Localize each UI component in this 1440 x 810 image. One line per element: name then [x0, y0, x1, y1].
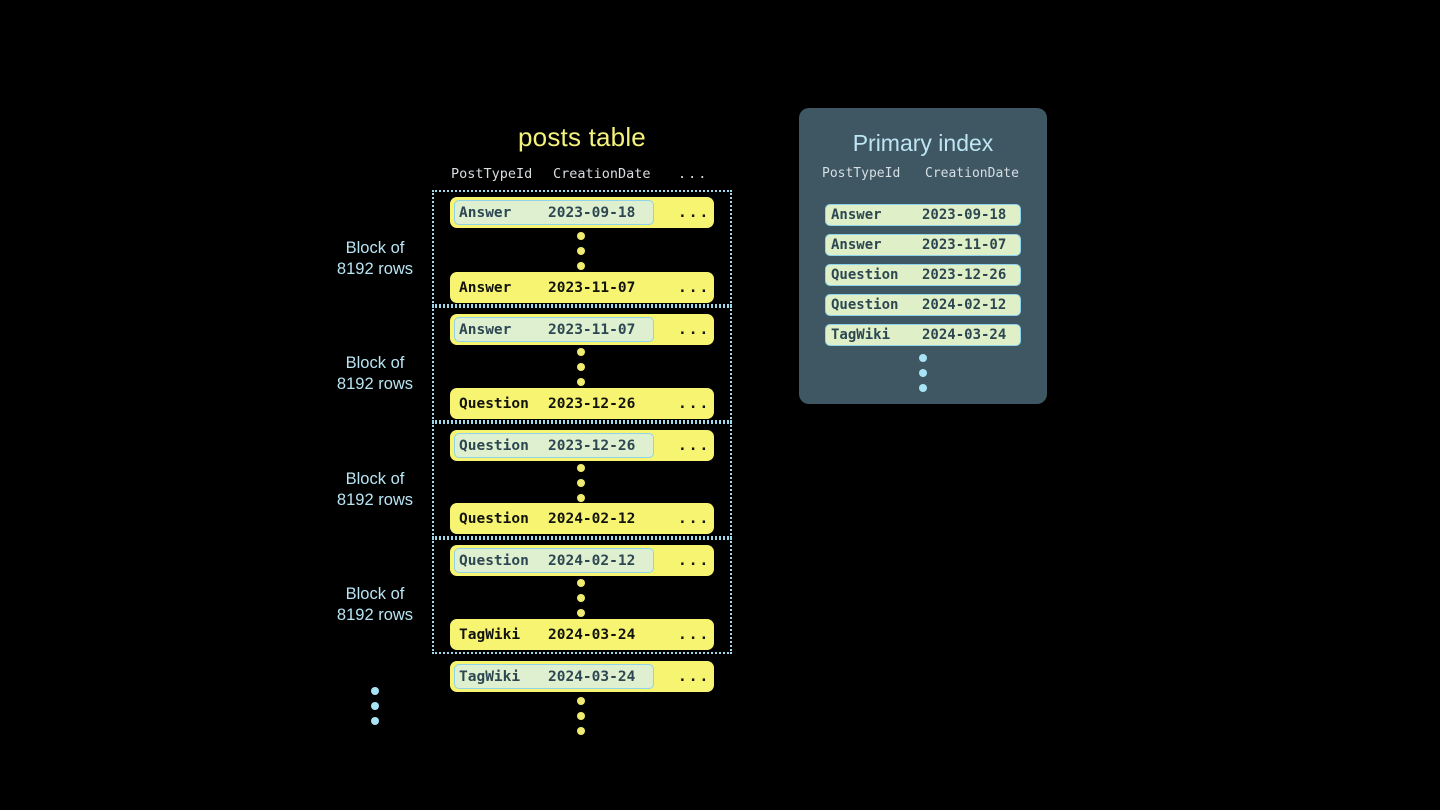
- block-3: [432, 422, 732, 538]
- cell-posttypeid: Question: [459, 437, 529, 454]
- key-highlight: [454, 200, 654, 225]
- primary-index-panel: Primary index PostTypeId CreationDate An…: [799, 108, 1047, 404]
- cell-creationdate: 2023-09-18: [548, 204, 636, 221]
- cell-posttypeid: Answer: [459, 279, 512, 296]
- block-4: [432, 538, 732, 654]
- index-row: Answer 2023-11-07: [825, 234, 1021, 256]
- cell-posttypeid: Answer: [459, 204, 512, 221]
- column-header-posttypeid: PostTypeId: [822, 166, 901, 181]
- block-2-label: Block of 8192 rows: [336, 354, 414, 393]
- cell-creationdate: 2024-02-12: [548, 510, 636, 527]
- index-row: TagWiki 2024-03-24: [825, 324, 1021, 346]
- block-4-label: Block of 8192 rows: [336, 585, 414, 624]
- table-row: TagWiki 2024-03-24 ...: [450, 619, 714, 650]
- cell-ellipsis: ...: [678, 552, 711, 569]
- table-row-trailing: TagWiki 2024-03-24 ...: [450, 661, 714, 692]
- table-continuation-dots: [577, 697, 587, 735]
- cell-creationdate: 2024-02-12: [922, 297, 1007, 313]
- block-1: [432, 190, 732, 306]
- block-2: [432, 306, 732, 422]
- cell-creationdate: 2024-02-12: [548, 552, 636, 569]
- key-highlight: [454, 317, 654, 342]
- cell-creationdate: 2023-11-07: [548, 279, 636, 296]
- cell-creationdate: 2024-03-24: [548, 626, 636, 643]
- cell-posttypeid: Answer: [459, 321, 512, 338]
- primary-index-rows: Answer 2023-09-18 Answer 2023-11-07 Ques…: [825, 204, 1021, 354]
- table-row: Answer 2023-11-07 ...: [450, 314, 714, 345]
- cell-posttypeid: Question: [459, 395, 529, 412]
- column-header-posttypeid: PostTypeId: [451, 166, 533, 182]
- cell-ellipsis: ...: [678, 510, 711, 527]
- cell-ellipsis: ...: [678, 626, 711, 643]
- cell-ellipsis: ...: [678, 437, 711, 454]
- block-3-label: Block of 8192 rows: [336, 470, 414, 509]
- cell-creationdate: 2023-11-07: [548, 321, 636, 338]
- cell-posttypeid: Answer: [831, 207, 882, 223]
- cell-ellipsis: ...: [678, 279, 711, 296]
- row-ellipsis-dots: [577, 348, 587, 386]
- cell-creationdate: 2023-11-07: [922, 237, 1007, 253]
- cell-creationdate: 2023-12-26: [548, 395, 636, 412]
- cell-creationdate: 2023-09-18: [922, 207, 1007, 223]
- posts-table-title: posts table: [518, 122, 646, 152]
- cell-creationdate: 2024-03-24: [922, 327, 1007, 343]
- cell-creationdate: 2024-03-24: [548, 668, 636, 685]
- cell-ellipsis: ...: [678, 204, 711, 221]
- key-highlight: [454, 433, 654, 458]
- cell-posttypeid: TagWiki: [831, 327, 891, 343]
- cell-posttypeid: TagWiki: [459, 668, 521, 685]
- index-row: Answer 2023-09-18: [825, 204, 1021, 226]
- cell-ellipsis: ...: [678, 395, 711, 412]
- table-row: Question 2024-02-12 ...: [450, 503, 714, 534]
- block-1-label: Block of 8192 rows: [336, 239, 414, 278]
- row-ellipsis-dots: [577, 464, 587, 502]
- column-header-creationdate: CreationDate: [925, 166, 1019, 181]
- cell-posttypeid: Question: [459, 510, 529, 527]
- index-row: Question 2023-12-26: [825, 264, 1021, 286]
- posts-table-diagram: posts table PostTypeId CreationDate ... …: [336, 122, 732, 735]
- row-ellipsis-dots: [577, 232, 587, 270]
- column-header-creationdate: CreationDate: [553, 166, 651, 182]
- cell-posttypeid: Question: [831, 267, 899, 283]
- cell-posttypeid: TagWiki: [459, 626, 521, 643]
- index-continuation-dots: [919, 354, 929, 392]
- index-row: Question 2024-02-12: [825, 294, 1021, 316]
- cell-creationdate: 2023-12-26: [922, 267, 1007, 283]
- primary-index-column-headers: PostTypeId CreationDate: [799, 166, 1047, 186]
- cell-ellipsis: ...: [678, 668, 711, 685]
- cell-posttypeid: Answer: [831, 237, 882, 253]
- table-row: Question 2023-12-26 ...: [450, 388, 714, 419]
- table-row: Answer 2023-11-07 ...: [450, 272, 714, 303]
- cell-posttypeid: Question: [459, 552, 529, 569]
- table-row: Question 2024-02-12 ...: [450, 545, 714, 576]
- cell-ellipsis: ...: [678, 321, 711, 338]
- column-header-ellipsis: ...: [678, 166, 709, 182]
- primary-index-title: Primary index: [852, 130, 994, 156]
- key-highlight: [454, 548, 654, 573]
- cell-creationdate: 2023-12-26: [548, 437, 636, 454]
- table-row: Question 2023-12-26 ...: [450, 430, 714, 461]
- block-continuation-dots: [371, 687, 381, 725]
- cell-posttypeid: Question: [831, 297, 899, 313]
- table-row: Answer 2023-09-18 ...: [450, 197, 714, 228]
- key-highlight: [454, 664, 654, 689]
- row-ellipsis-dots: [577, 579, 587, 617]
